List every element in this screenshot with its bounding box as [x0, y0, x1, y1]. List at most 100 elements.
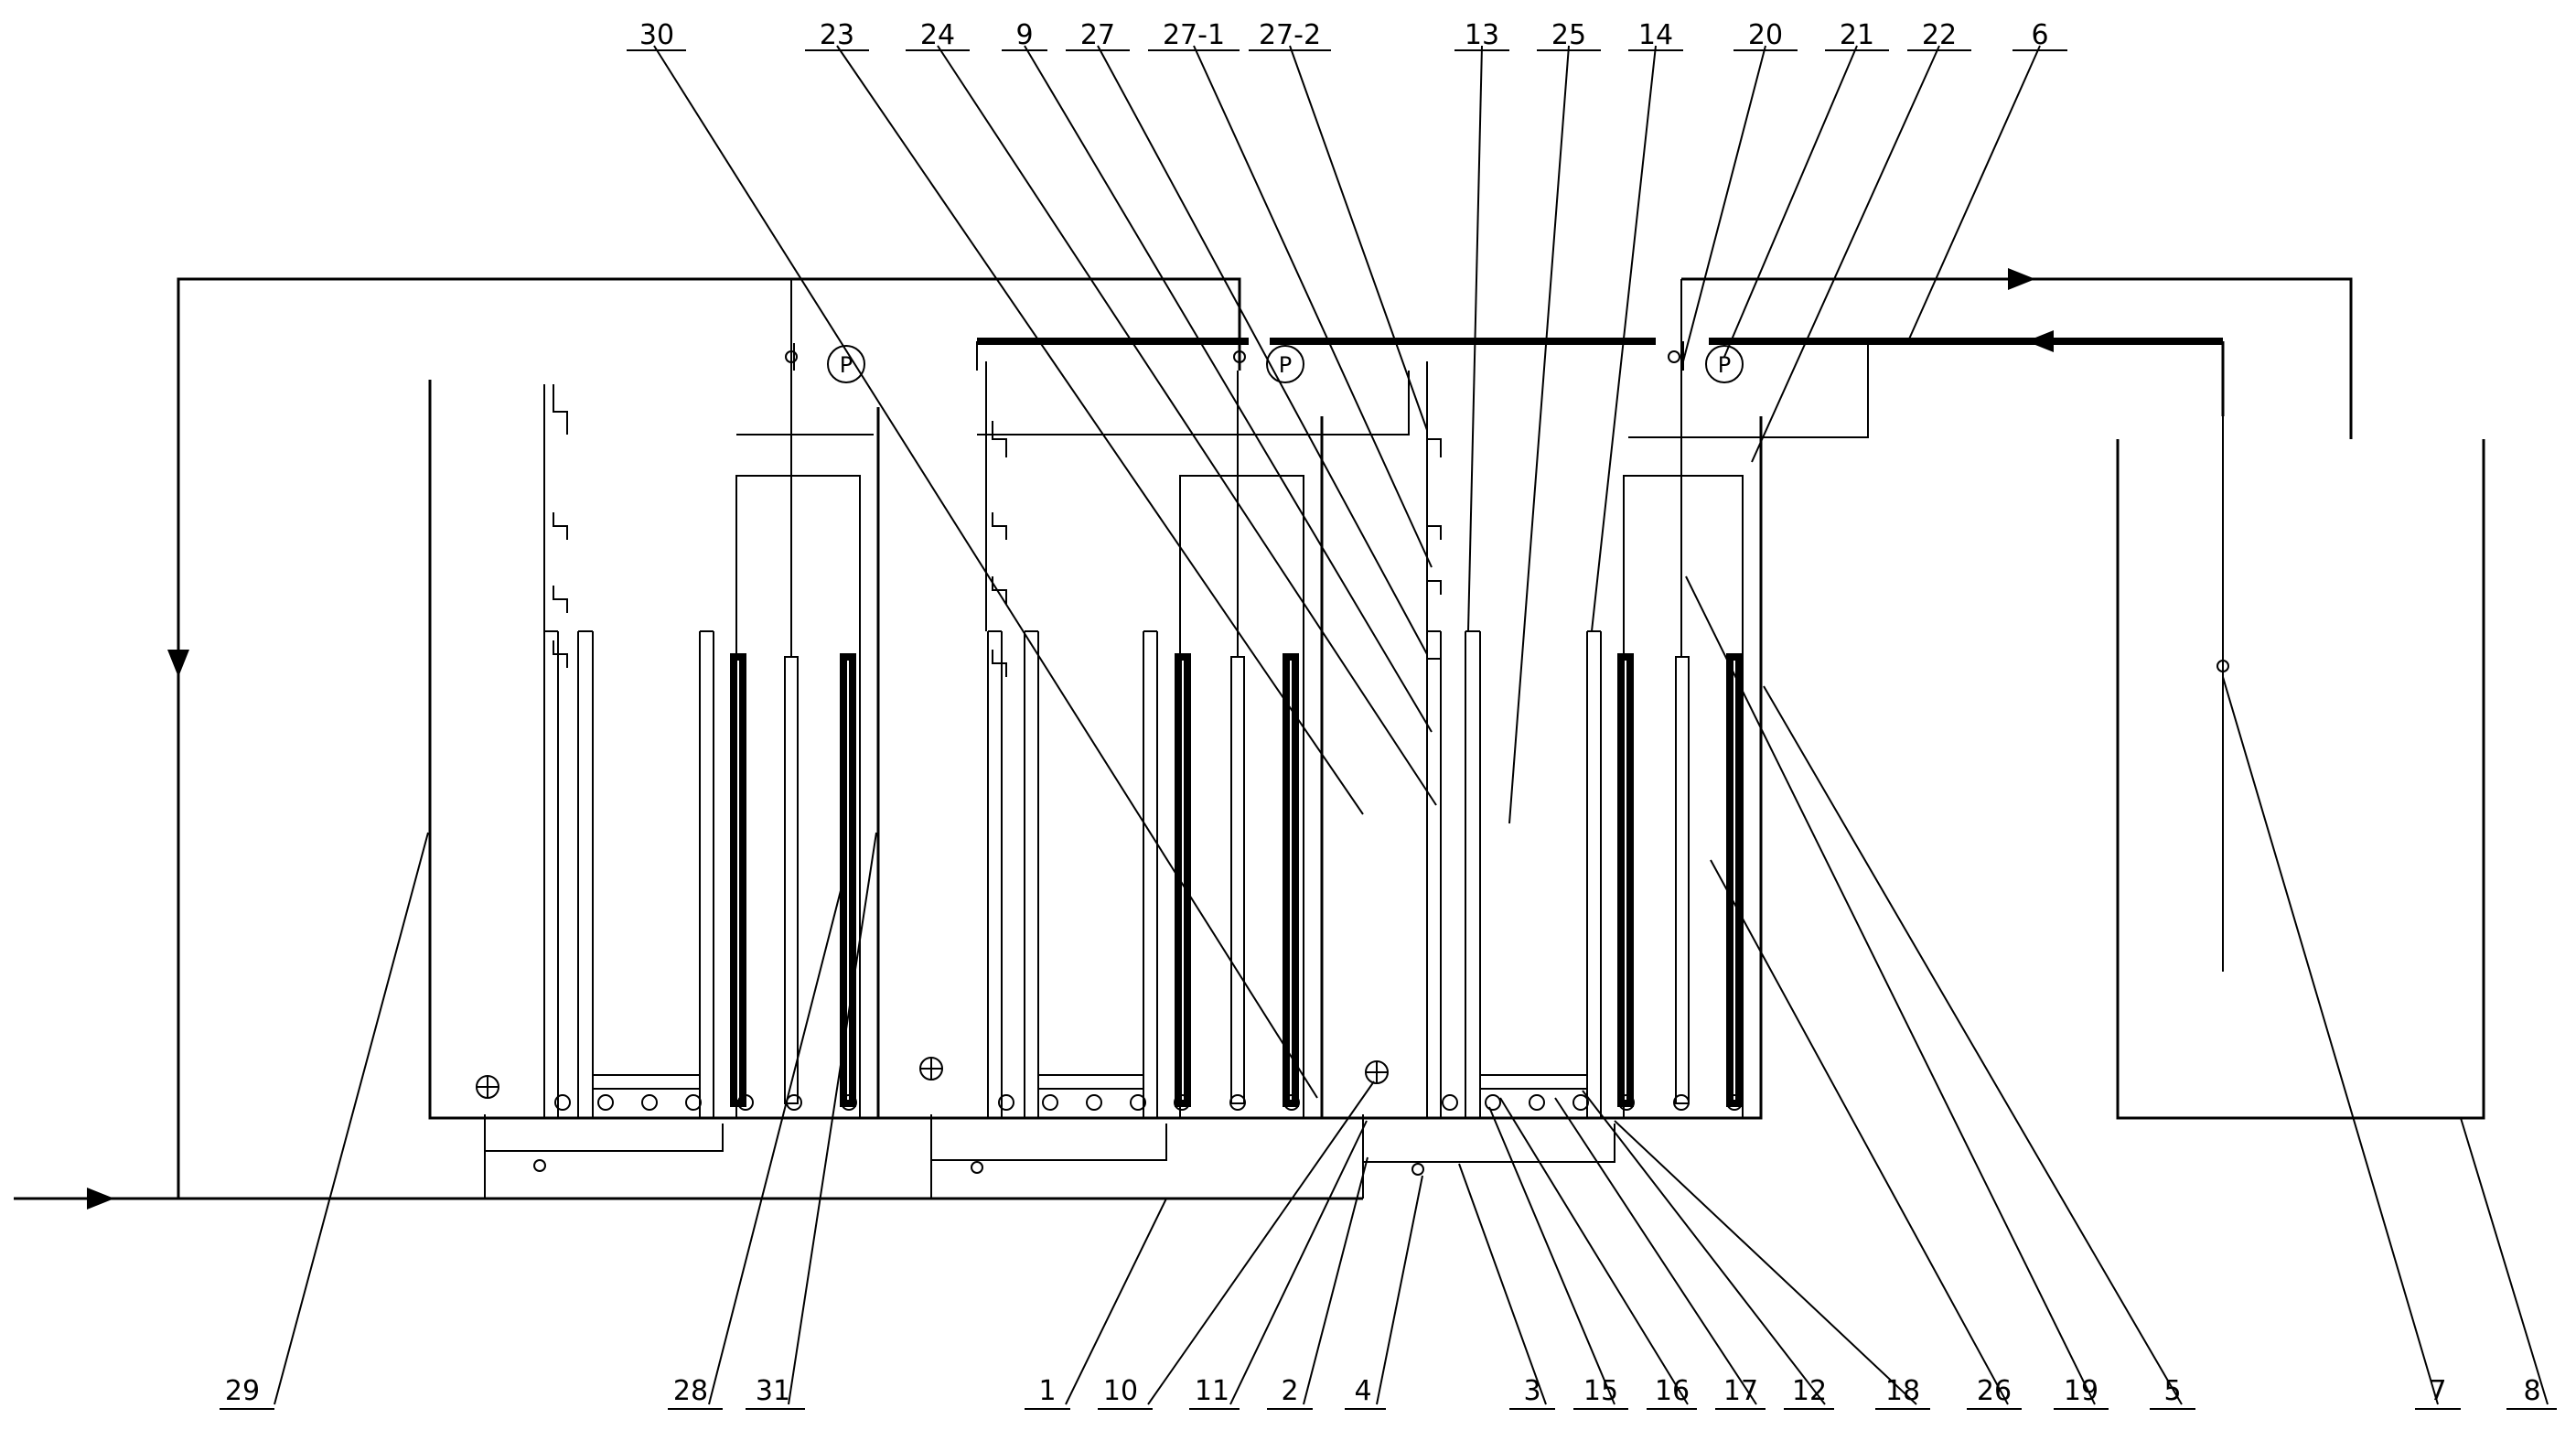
label-28: 28	[673, 1375, 708, 1407]
tank-1-wall	[428, 380, 880, 1120]
label-25: 25	[1551, 19, 1586, 51]
piping	[14, 268, 2353, 1210]
label-1: 1	[1038, 1375, 1056, 1407]
leader-2	[1303, 1156, 1368, 1405]
label-27: 27	[1080, 19, 1115, 51]
aerator	[841, 1094, 857, 1111]
top-arrow	[2008, 268, 2035, 290]
leader-14	[1591, 45, 1657, 632]
label-16: 16	[1655, 1375, 1690, 1407]
leader-7	[2222, 676, 2439, 1405]
dist-2	[977, 371, 1410, 435]
leader-10	[1147, 1081, 1375, 1405]
pump-label: P	[840, 352, 853, 378]
valve-icon	[1668, 350, 1680, 363]
valve-icon	[1233, 350, 1246, 363]
top-labels: 30 23 24 9 27 27-1 27-2 13 25 14 20 21 2…	[627, 19, 2067, 51]
leader-17	[1554, 1097, 1757, 1405]
membrane-1a	[730, 653, 746, 1107]
return-pipe	[177, 277, 1241, 1199]
flowmeter-cross	[920, 1058, 942, 1080]
aerator	[1618, 1094, 1635, 1111]
leader-24	[937, 45, 1437, 806]
pump-label: P	[1718, 352, 1731, 378]
leader-28	[708, 868, 847, 1405]
leader-20	[1682, 45, 1766, 362]
membrane-3c	[1726, 653, 1743, 1107]
valve-icon	[533, 1159, 546, 1172]
label-10: 10	[1103, 1375, 1138, 1407]
leader-26	[1710, 859, 2009, 1405]
label-14: 14	[1638, 19, 1673, 51]
valve-icon	[2216, 660, 2229, 672]
label-22: 22	[1922, 19, 1957, 51]
baffle-2b	[1024, 630, 1039, 1118]
tray-3	[1480, 1074, 1587, 1090]
tank-2	[878, 361, 1324, 1120]
top-pipe	[1681, 277, 2353, 439]
baffle-1b	[577, 630, 594, 1118]
pump-icon	[827, 345, 865, 383]
label-3: 3	[1523, 1375, 1540, 1407]
leader-27-1	[1193, 45, 1433, 568]
aerator	[1673, 1094, 1690, 1111]
baffle-2a	[987, 630, 1003, 1118]
leader-29	[274, 832, 429, 1405]
aerator	[1726, 1094, 1743, 1111]
leader-1	[1065, 1198, 1167, 1405]
label-8: 8	[2523, 1375, 2540, 1407]
aerator	[737, 1094, 754, 1111]
branch-3	[1362, 1124, 1615, 1199]
aerators	[554, 1094, 1743, 1111]
aerator	[1086, 1094, 1102, 1111]
weir-3	[1426, 421, 1442, 672]
leader-27-2	[1289, 45, 1428, 431]
membrane-frame-3	[1623, 475, 1744, 1118]
tank-1	[428, 279, 880, 1120]
valve-icon	[785, 350, 798, 363]
return-arrow	[167, 650, 189, 677]
leader-6	[1906, 45, 2041, 344]
label-9: 9	[1015, 19, 1033, 51]
label-27-2: 27-2	[1259, 19, 1321, 51]
leader-3	[1458, 1163, 1547, 1405]
bottom-labels: 29 28 31 1 10 11 2 4 3 15 16 17 12 18 26…	[220, 1375, 2557, 1410]
aerator	[1229, 1094, 1246, 1111]
label-29: 29	[225, 1375, 260, 1407]
label-23: 23	[820, 19, 854, 51]
label-7: 7	[2429, 1375, 2446, 1407]
tray-1	[593, 1074, 700, 1090]
label-17: 17	[1723, 1375, 1758, 1407]
aerator	[1130, 1094, 1146, 1111]
tank-2-wall	[878, 416, 1324, 1120]
aerator	[1485, 1094, 1501, 1111]
label-21: 21	[1840, 19, 1874, 51]
weir-2	[992, 421, 1007, 677]
aerator	[998, 1094, 1014, 1111]
leaders	[274, 45, 2549, 1405]
tray-2	[1038, 1074, 1143, 1090]
aerator	[1529, 1094, 1545, 1111]
aerator	[554, 1094, 571, 1111]
weir-steps	[553, 384, 1442, 677]
inlet-arrow	[87, 1188, 114, 1210]
membrane-2b	[1230, 656, 1245, 1104]
aerator	[597, 1094, 614, 1111]
leader-4	[1376, 1175, 1423, 1405]
label-24: 24	[920, 19, 955, 51]
leader-18	[1614, 1120, 1917, 1405]
leader-27	[1097, 45, 1428, 655]
leader-13	[1467, 45, 1483, 632]
baffle-2c	[1143, 630, 1158, 1118]
tank-3	[1322, 279, 1763, 1120]
membrane-3a	[1617, 653, 1634, 1107]
pump-icon	[1705, 345, 1744, 383]
leader-5	[1763, 685, 2183, 1405]
baffle-1c	[699, 630, 714, 1118]
leader-21	[1723, 45, 1858, 358]
aerator	[641, 1094, 658, 1111]
leader-9	[1024, 45, 1433, 733]
label-4: 4	[1354, 1375, 1371, 1407]
label-5: 5	[2163, 1375, 2181, 1407]
